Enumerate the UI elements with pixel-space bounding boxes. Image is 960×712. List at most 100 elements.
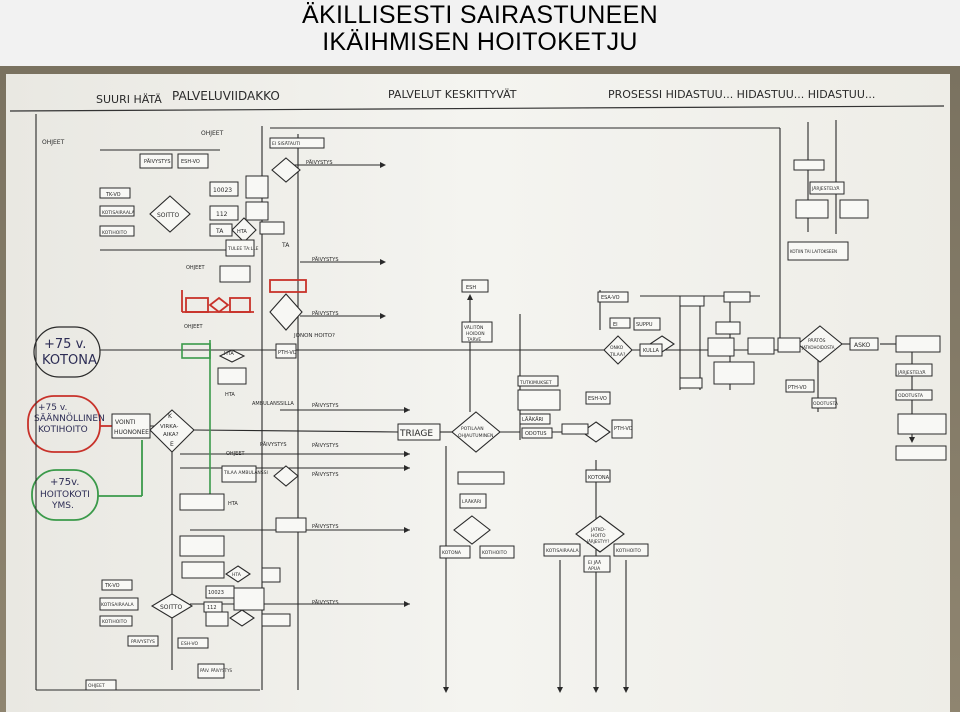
label-esh: ESH	[466, 285, 476, 291]
arrowheads	[380, 162, 915, 693]
origin-kotihoito: +75 v. SÄÄNNÖLLINEN KOTIHOITO	[27, 395, 105, 453]
label-paivystys-8: PÄIVYSTYS	[260, 441, 287, 448]
header-prosessi-hidastuu: PROSESSI HIDASTUU... HIDASTUU... HIDASTU…	[608, 88, 875, 101]
label-valiton: VÄLITÖN	[464, 324, 483, 331]
label-ohjeet-3: OHJEET	[226, 451, 245, 457]
slide-title-bar: ÄKILLISESTI SAIRASTUNEEN IKÄIHMISEN HOIT…	[0, 0, 960, 66]
label-ta-2: TA	[281, 242, 290, 249]
label-esh-vo-b: ESH-VO	[181, 641, 198, 647]
label-hta-5: HTA	[232, 572, 242, 578]
label-vointi: VOINTI	[115, 419, 136, 426]
label-kotihoito-b: KOTIHOITO	[482, 550, 507, 556]
label-ei-sisatauti: EI SISÄTAUTI	[272, 140, 300, 147]
label-pth-vo-2: PTH-VO	[614, 426, 633, 432]
label-112-b: 112	[207, 605, 217, 611]
label-paivystys-4: PÄIVYSTYS	[312, 310, 339, 317]
label-hta-2: HTA	[224, 351, 234, 357]
label-10023: 10023	[213, 187, 232, 194]
label-kotihoito-c: KOTIHOITO	[102, 619, 127, 625]
label-ohjautuminen: OHJAUTUMINEN	[458, 433, 493, 439]
label-paivystys-10: PÄIVYSTYS	[312, 599, 339, 606]
label-triage: TRIAGE	[399, 429, 433, 439]
label-tilaa-ambulanssi: TILAA AMBULANSSI	[223, 470, 268, 476]
label-odotusta: ODOTUSTA	[898, 393, 924, 399]
slide-title-line-1: ÄKILLISESTI SAIRASTUNEEN	[302, 1, 658, 29]
label-kotisairaala-r: KOTISAIRAALA	[546, 548, 580, 554]
label-10023-b: 10023	[208, 590, 224, 596]
label-ohjeet: OHJEET	[42, 139, 65, 146]
label-apua: APUA	[588, 566, 601, 572]
svg-text:+75 v.: +75 v.	[44, 337, 86, 352]
label-kotisairaala: KOTISAIRAALA	[102, 210, 136, 216]
slide-title-line-2: IKÄIHMISEN HOITOKETJU	[322, 28, 638, 56]
label-onko: ONKO	[610, 345, 624, 351]
label-odotus: ODOTUS	[525, 431, 547, 437]
label-paivystys: PÄIVYSTYS	[144, 158, 171, 165]
label-paatos: PÄÄTÖS	[808, 337, 826, 344]
label-asko: ASKO	[854, 342, 871, 349]
label-esh-vo: ESH-VO	[181, 159, 200, 165]
label-tilaa: TILAA?	[609, 352, 626, 358]
svg-text:KOTIHOITO: KOTIHOITO	[38, 425, 88, 435]
header-rule	[9, 105, 945, 112]
label-kotihoito: KOTIHOITO	[102, 230, 127, 236]
label-laakari-b: LÄÄKÄRI	[462, 498, 481, 505]
label-ohjeet-4: OHJEET	[186, 265, 205, 271]
label-ohjeet-2: OHJEET	[201, 130, 224, 137]
label-kotona-b: KOTONA	[442, 550, 462, 556]
label-tk-vo: TK-VO	[105, 192, 121, 198]
label-paivystys-9: PÄIVYSTYS	[312, 523, 339, 530]
label-hta-4: HTA	[228, 501, 238, 507]
svg-text:+75v.: +75v.	[50, 477, 79, 488]
label-112: 112	[216, 211, 228, 218]
label-paivystys-5: PÄIVYSTYS	[312, 402, 339, 409]
poster-svg: SUURI HÄTÄ PALVELUVIIDAKKO PALVELUT KESK…	[0, 66, 960, 712]
label-ta: TA	[215, 228, 224, 235]
label-hta-3: HTA	[225, 392, 235, 398]
node-labels: OHJEET OHJEET PÄIVYSTYS ESH-VO TK-VO KOT…	[42, 130, 926, 689]
label-jatko: JATKO-	[590, 527, 606, 533]
small-boxes	[85, 137, 947, 691]
label-paivystys-7: PÄIVYSTYS	[312, 471, 339, 478]
svg-text:KOTONA: KOTONA	[42, 353, 97, 368]
label-paivystys-6: PÄIVYSTYS	[312, 442, 339, 449]
label-hoidon: HOIDON	[466, 331, 485, 337]
label-potilaan: POTILAAN	[461, 426, 484, 432]
label-jonon-hoito: JONON HOITO?	[293, 333, 335, 339]
label-paivystys-2: PÄIVYSTYS	[306, 159, 333, 166]
label-hoito: HOITO	[591, 533, 606, 539]
label-virka: VIRKA-	[160, 424, 178, 430]
label-soitto: SOITTO	[157, 212, 180, 219]
label-kotona-tulo: KOTIIN TAI LAITOKSEEN	[790, 249, 837, 254]
label-ambulanssilla: AMBULANSSILLA	[252, 401, 294, 407]
label-jatkohoidosta: JATKOHOIDOSTA	[801, 345, 835, 350]
label-suppu: SUPPU	[636, 322, 653, 328]
label-ei-jaa: EI JÄÄ	[588, 559, 602, 566]
svg-text:HOITOKOTI: HOITOKOTI	[40, 490, 90, 500]
label-pth-vo: PTH-VO	[278, 350, 297, 356]
header-palveluviidakko: PALVELUVIIDAKKO	[172, 89, 280, 103]
label-paivystys-3: PÄIVYSTYS	[312, 256, 339, 263]
label-k: K	[168, 413, 173, 420]
label-jarjestyy: JÄRJESTYY?	[586, 539, 609, 544]
header-suuri-hata: SUURI HÄTÄ	[96, 93, 162, 106]
label-kotisairaala-b: KOTISAIRAALA	[101, 602, 135, 608]
label-ei: EI	[613, 322, 618, 328]
svg-text:YMS.: YMS.	[51, 501, 74, 511]
decision-diamonds	[149, 157, 843, 627]
red-path	[181, 279, 307, 314]
label-huononee: HUONONEE	[114, 429, 149, 436]
header-palvelut-keskittyvat: PALVELUT KESKITTYVÄT	[388, 88, 517, 101]
label-tulee-talle: TULEE TA:LLE	[227, 246, 259, 252]
label-paiv-sivu: PÄIV. PÄIVYSTYS	[200, 668, 233, 673]
label-odotusta-2: ODOTUSTA	[813, 401, 839, 407]
label-kotiin: KOTONA	[588, 475, 610, 481]
green-path	[181, 340, 211, 496]
label-soitto-b: SOITTO	[160, 604, 183, 611]
flowchart-photo: SUURI HÄTÄ PALVELUVIIDAKKO PALVELUT KESK…	[0, 66, 960, 712]
origin-hoitokoti: +75v. HOITOKOTI YMS.	[31, 469, 99, 521]
label-tutkimukset: TUTKIMUKSET	[519, 380, 552, 386]
label-esa-vo: ESA-VO	[601, 295, 620, 301]
label-tk-vo-b: TK-VO	[104, 583, 120, 589]
label-esh-vo-2: ESH-VO	[588, 396, 607, 402]
